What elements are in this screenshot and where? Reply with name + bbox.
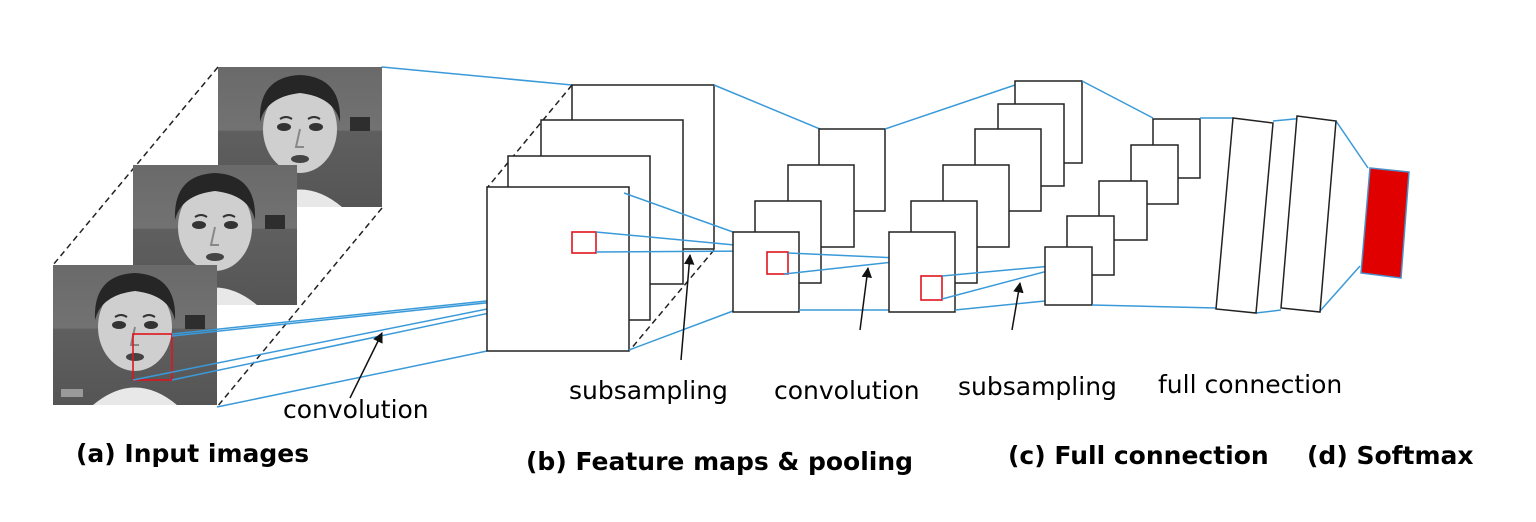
conv2-kernel-window xyxy=(920,275,943,301)
softmax-output-block xyxy=(1360,167,1410,279)
pool-kernel-window xyxy=(766,251,789,275)
convolution-2-label: convolution xyxy=(774,376,920,405)
input-image-frame-1 xyxy=(52,264,218,406)
pool2-to-fc-connections xyxy=(1091,117,1369,314)
input-kernel-window xyxy=(132,333,173,381)
pooled-map-2 xyxy=(1044,246,1093,306)
convolution-2-arrow xyxy=(859,266,872,331)
feature-maps-stack-1 xyxy=(486,84,715,352)
stage-feature-maps-caption: (b) Feature maps & pooling xyxy=(526,447,913,476)
full-connection-op-label: full connection xyxy=(1158,370,1342,399)
conv2-maps-stack xyxy=(888,80,1083,313)
dashed-perspective-line xyxy=(52,66,219,266)
conv2-map xyxy=(888,231,956,313)
pooled-map-2 xyxy=(1130,144,1179,205)
feature-map xyxy=(486,186,630,352)
subsampling-2-arrow xyxy=(1011,281,1024,331)
fc-layer-2 xyxy=(1280,115,1337,313)
fc-layer-1 xyxy=(1215,117,1274,314)
stage-input-caption: (a) Input images xyxy=(76,439,309,468)
feature-kernel-window xyxy=(571,231,597,254)
feature-to-pool-connections xyxy=(595,84,821,351)
subsampling-1-arrow xyxy=(680,253,695,361)
subsampling-1-label: subsampling xyxy=(569,376,728,405)
convolution-1-label: convolution xyxy=(283,395,429,424)
pooled-map xyxy=(732,231,800,313)
stage-softmax-caption: (d) Softmax xyxy=(1307,441,1474,470)
convolution-1-arrow xyxy=(349,332,383,399)
subsampling-2-label: subsampling xyxy=(958,372,1117,401)
dashed-perspective-line xyxy=(216,207,383,408)
fully-connected-layers xyxy=(1215,115,1337,314)
pooled-maps-stack-2 xyxy=(1044,118,1201,306)
stage-full-connection-caption: (c) Full connection xyxy=(1008,441,1269,470)
input-images-stack xyxy=(52,66,383,408)
pooled-maps-stack-1 xyxy=(732,128,886,313)
